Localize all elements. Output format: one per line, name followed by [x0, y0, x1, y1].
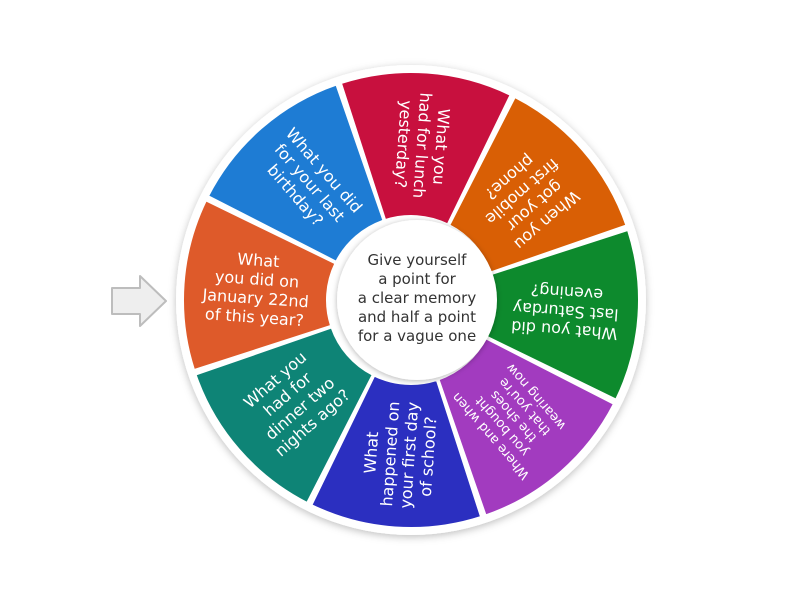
wheel-segment-label: What you didfor your lastbirthday?	[253, 124, 366, 242]
wheel-segments: What youhad for lunchyesterday?When youg…	[182, 71, 640, 529]
wheel-segment[interactable]	[447, 95, 628, 274]
wheel-segment[interactable]	[194, 326, 375, 505]
wheel-segment[interactable]	[339, 71, 512, 226]
wheel-segment[interactable]	[206, 83, 385, 264]
wheel-hub[interactable]	[337, 220, 497, 380]
wheel-segment-label: Whatyou did onJanuary 22ndof this year?	[200, 247, 312, 330]
wheel-segment[interactable]	[310, 374, 483, 529]
center-text: Give yourself a point for a clear memory…	[357, 250, 477, 345]
wheel-center-instructions: Give yourself a point for a clear memory…	[337, 242, 497, 354]
wheel-segment[interactable]	[182, 199, 337, 372]
arrow-right-icon	[110, 274, 168, 328]
